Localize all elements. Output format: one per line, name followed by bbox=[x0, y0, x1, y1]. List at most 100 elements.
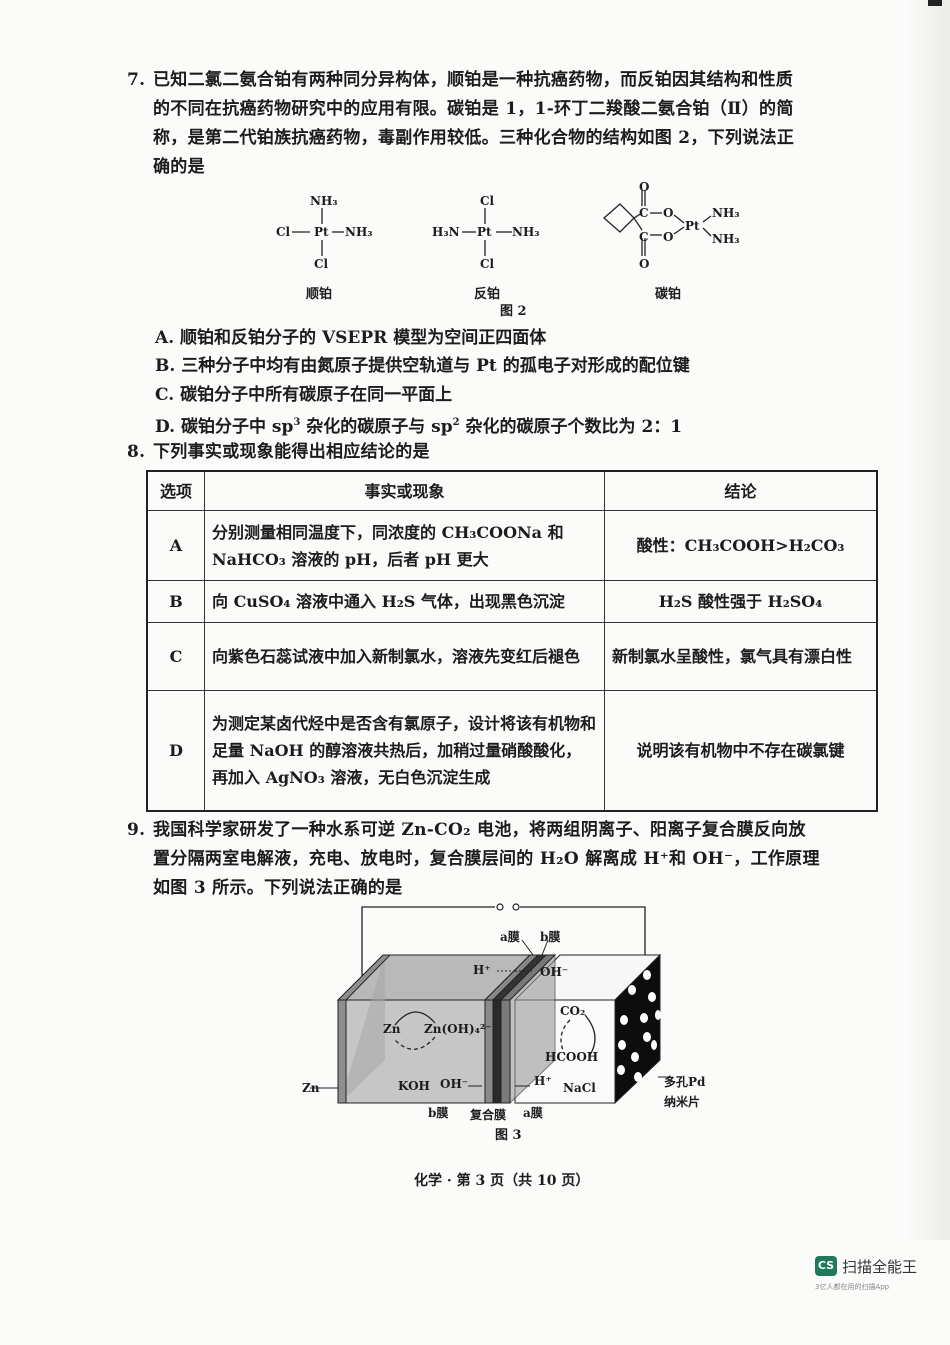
row-option: C bbox=[146, 622, 205, 691]
row-conclusion: 酸性：CH₃COOH>H₂CO₃ bbox=[604, 510, 878, 581]
label-composite-membrane: 复合膜 bbox=[470, 1108, 507, 1122]
camscanner-tagline: 3亿人都在用的扫描App bbox=[815, 1283, 890, 1291]
option-text: 顺铂和反铂分子的 VSEPR 模型为空间正四面体 bbox=[180, 328, 547, 348]
trans-left-ligand: H₃N bbox=[432, 225, 460, 239]
page-footer: 化学 · 第 3 页（共 10 页） bbox=[414, 1173, 590, 1189]
label-b-membrane-bottom: b膜 bbox=[428, 1106, 449, 1120]
cis-bottom-ligand: Cl bbox=[314, 257, 329, 271]
label-h-plus-bottom: H⁺ bbox=[534, 1074, 552, 1088]
carbo-ligand-top: NH₃ bbox=[712, 206, 740, 220]
row-option: D bbox=[146, 690, 205, 811]
corner-mark bbox=[928, 0, 942, 6]
q7-option-c[interactable]: C. 碳铂分子中所有碳原子在同一平面上 bbox=[155, 381, 452, 409]
cis-center-atom: Pt bbox=[314, 225, 329, 239]
option-text: 杂化的碳原子个数比为 2：1 bbox=[459, 417, 683, 437]
table-row: D 为测定某卤代烃中是否含有氯原子，设计将该有机物和足量 NaOH 的醇溶液共热… bbox=[146, 690, 878, 811]
table-header-row: 选项 事实或现象 结论 bbox=[146, 470, 878, 511]
option-text: 杂化的碳原子与 sp bbox=[300, 417, 453, 437]
q7-line: 的不同在抗癌药物研究中的应用有限。碳铂是 1，1-环丁二羧酸二氨合铂（Ⅱ）的简 bbox=[153, 99, 794, 119]
carbo-ester-o-top: O bbox=[663, 206, 674, 220]
table-row: C 向紫色石蕊试液中加入新制氯水，溶液先变红后褪色 新制氯水呈酸性，氯气具有漂白… bbox=[146, 622, 878, 691]
row-fact: 向 CuSO₄ 溶液中通入 H₂S 气体，出现黑色沉淀 bbox=[204, 580, 605, 623]
q9-line: 我国科学家研发了一种水系可逆 Zn-CO₂ 电池，将两组阴离子、阳离子复合膜反向… bbox=[153, 820, 806, 840]
header-option: 选项 bbox=[146, 470, 205, 511]
pd-pores bbox=[617, 970, 661, 1082]
label-h-plus-top: H⁺ bbox=[473, 963, 491, 977]
carbo-carbon-bottom: C bbox=[639, 230, 649, 244]
figure-3-caption: 图 3 bbox=[495, 1128, 522, 1143]
label-nacl: NaCl bbox=[563, 1081, 596, 1095]
q7-line: 称，是第二代铂族抗癌药物，毒副作用较低。三种化合物的结构如图 2，下列说法正 bbox=[153, 128, 795, 148]
question-8-number: 8. bbox=[127, 442, 146, 462]
table-row: B 向 CuSO₄ 溶液中通入 H₂S 气体，出现黑色沉淀 H₂S 酸性强于 H… bbox=[146, 580, 878, 623]
q8-table: 选项 事实或现象 结论 A 分别测量相同温度下，同浓度的 CH₃COONa 和 … bbox=[146, 470, 878, 812]
trans-top-ligand: Cl bbox=[480, 194, 495, 208]
label-pd-line2: 纳米片 bbox=[664, 1095, 701, 1109]
page-edge-shadow bbox=[905, 0, 950, 1240]
cis-top-ligand: NH₃ bbox=[310, 194, 338, 208]
carbo-carbonyl-o-top: O bbox=[639, 180, 650, 194]
row-conclusion: 说明该有机物中不存在碳氯键 bbox=[604, 690, 878, 811]
superscript: 2 bbox=[452, 417, 460, 428]
cisplatin-structure bbox=[292, 208, 344, 256]
q7-option-b[interactable]: B. 三种分子中均有由氮原子提供空轨道与 Pt 的孤电子对形成的配位键 bbox=[155, 352, 690, 380]
cis-left-ligand: Cl bbox=[276, 225, 291, 239]
header-fact: 事实或现象 bbox=[204, 470, 605, 511]
carbo-ligand-bottom: NH₃ bbox=[712, 232, 740, 246]
carboplatin-structure bbox=[603, 190, 712, 256]
row-conclusion: 新制氯水呈酸性，氯气具有漂白性 bbox=[604, 622, 878, 691]
cisplatin-label: 顺铂 bbox=[306, 287, 333, 302]
label-zn-electrode: Zn bbox=[302, 1081, 320, 1095]
row-option: B bbox=[146, 580, 205, 623]
label-b-membrane-top: b膜 bbox=[540, 930, 561, 944]
camscanner-logo-icon: CS bbox=[815, 1256, 837, 1276]
carbo-carbonyl-o-bottom: O bbox=[639, 257, 650, 271]
transplatin-structure bbox=[462, 208, 512, 256]
row-conclusion: H₂S 酸性强于 H₂SO₄ bbox=[604, 580, 878, 623]
question-9-number: 9. bbox=[127, 820, 146, 840]
option-text: 碳铂分子中 sp bbox=[180, 417, 294, 437]
label-zincate: Zn(OH)₄²⁻ bbox=[424, 1022, 492, 1036]
q7-line: 已知二氯二氨合铂有两种同分异构体，顺铂是一种抗癌药物，而反铂因其结构和性质 bbox=[153, 70, 794, 90]
cis-right-ligand: NH₃ bbox=[345, 225, 373, 239]
carbo-carbon-top: C bbox=[639, 206, 649, 220]
carboplatin-label: 碳铂 bbox=[655, 287, 682, 302]
row-fact: 为测定某卤代烃中是否含有氯原子，设计将该有机物和足量 NaOH 的醇溶液共热后，… bbox=[204, 690, 605, 811]
option-label: A. bbox=[155, 328, 175, 348]
trans-bottom-ligand: Cl bbox=[480, 257, 495, 271]
label-oh-minus-bottom: OH⁻ bbox=[440, 1077, 469, 1091]
row-fact: 向紫色石蕊试液中加入新制氯水，溶液先变红后褪色 bbox=[204, 622, 605, 691]
table-row: A 分别测量相同温度下，同浓度的 CH₃COONa 和 NaHCO₃ 溶液的 p… bbox=[146, 510, 878, 581]
label-co2: CO₂ bbox=[560, 1004, 586, 1018]
transplatin-label: 反铂 bbox=[474, 287, 501, 302]
carbo-center-atom: Pt bbox=[685, 219, 700, 233]
row-fact: 分别测量相同温度下，同浓度的 CH₃COONa 和 NaHCO₃ 溶液的 pH，… bbox=[204, 510, 605, 581]
camscanner-name: 扫描全能王 bbox=[842, 1258, 918, 1276]
label-oh-minus-top: OH⁻ bbox=[540, 965, 569, 979]
label-zn-cycle: Zn bbox=[383, 1022, 401, 1036]
label-a-membrane-top: a膜 bbox=[500, 930, 520, 944]
question-8-stem: 8. 下列事实或现象能得出相应结论的是 bbox=[127, 438, 430, 467]
q9-line: 如图 3 所示。下列说法正确的是 bbox=[153, 878, 403, 898]
q7-option-d[interactable]: D. 碳铂分子中 sp3 杂化的碳原子与 sp2 杂化的碳原子个数比为 2：1 bbox=[155, 409, 682, 441]
trans-center-atom: Pt bbox=[477, 225, 492, 239]
option-label: B. bbox=[155, 356, 176, 376]
question-7-stem: 7. 已知二氯二氨合铂有两种同分异构体，顺铂是一种抗癌药物，而反铂因其结构和性质… bbox=[127, 66, 883, 182]
q7-line: 确的是 bbox=[153, 157, 205, 177]
q7-option-a[interactable]: A. 顺铂和反铂分子的 VSEPR 模型为空间正四面体 bbox=[155, 324, 546, 352]
option-label: D. bbox=[155, 417, 176, 437]
option-label: C. bbox=[155, 385, 175, 405]
q8-stem-text: 下列事实或现象能得出相应结论的是 bbox=[153, 442, 430, 462]
trans-right-ligand: NH₃ bbox=[512, 225, 540, 239]
figure-3-battery-diagram bbox=[310, 903, 670, 1105]
option-text: 碳铂分子中所有碳原子在同一平面上 bbox=[180, 385, 453, 405]
label-hcooh: HCOOH bbox=[545, 1050, 599, 1064]
q9-line: 置分隔两室电解液，充电、放电时，复合膜层间的 H₂O 解离成 H⁺和 OH⁻，工… bbox=[153, 849, 820, 869]
row-option: A bbox=[146, 510, 205, 581]
header-conclusion: 结论 bbox=[604, 470, 878, 511]
label-pd-line1: 多孔Pd bbox=[664, 1075, 706, 1089]
label-a-membrane-bottom: a膜 bbox=[523, 1106, 543, 1120]
superscript: 3 bbox=[293, 417, 301, 428]
question-7-number: 7. bbox=[127, 70, 146, 90]
carbo-ester-o-bottom: O bbox=[663, 230, 674, 244]
